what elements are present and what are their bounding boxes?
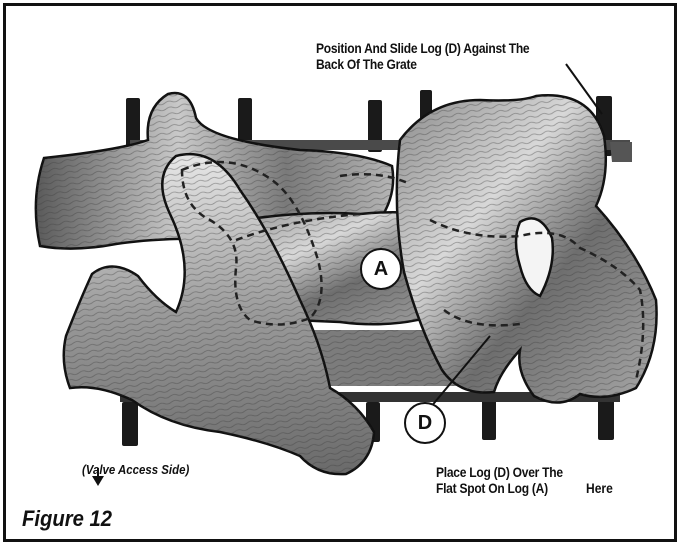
callout-top-line-2: Back Of The Grate [316,56,529,72]
callout-here: Here [586,480,613,496]
down-arrow-icon [92,476,104,486]
callout-bottom-line-2: Flat Spot On Log (A) [436,480,563,496]
callout-top: Position And Slide Log (D) Against The B… [316,40,529,72]
callout-bottom: Place Log (D) Over The Flat Spot On Log … [436,464,563,496]
log-d-label: D [404,402,446,444]
log-a-label: A [360,248,402,290]
valve-access-side-label: (Valve Access Side) [82,462,189,477]
figure-title: Figure 12 [22,506,112,532]
callout-bottom-line-1: Place Log (D) Over The [436,464,563,480]
callout-top-line-1: Position And Slide Log (D) Against The [316,40,529,56]
